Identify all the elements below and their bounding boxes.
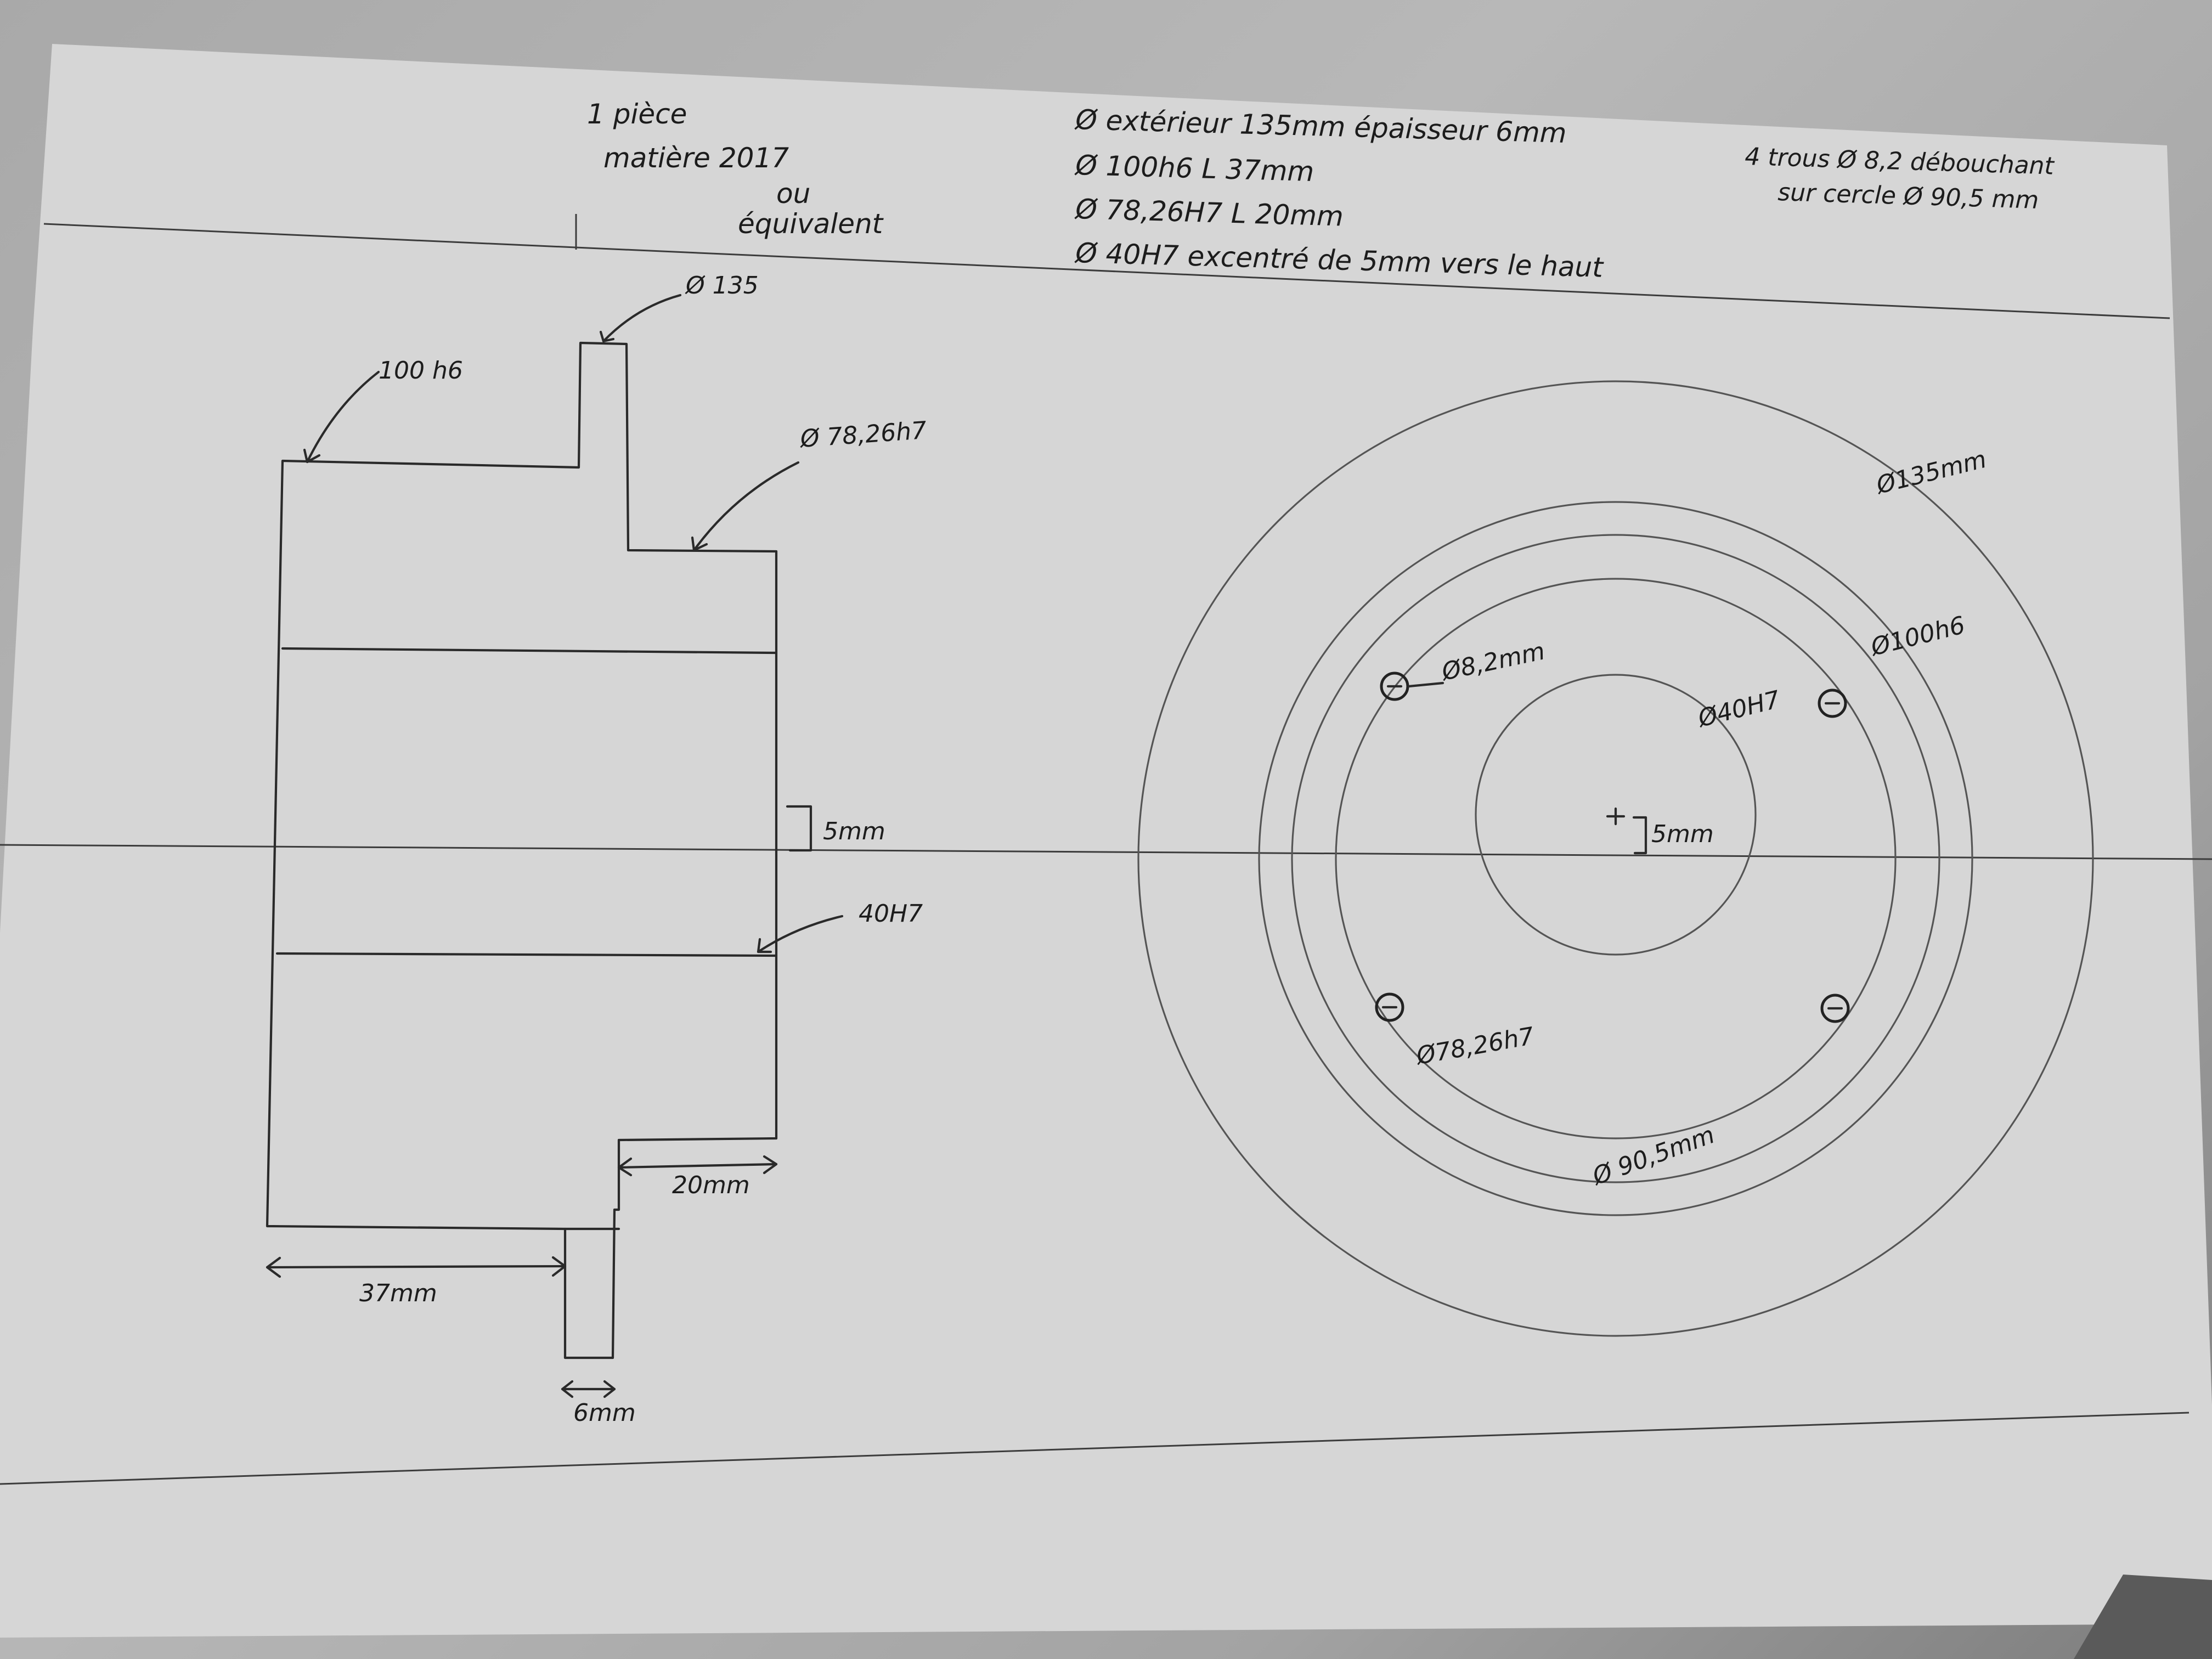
offset-bracket [786, 805, 812, 852]
arrowhead [757, 938, 772, 953]
arrowhead [617, 1157, 633, 1177]
label-offset: 5mm [823, 817, 885, 845]
circle-bore [1475, 674, 1757, 956]
header-left-note: ou [776, 178, 810, 210]
leader-bore [757, 915, 844, 953]
center-axis-line [0, 844, 2212, 860]
spec-line: Ø 100h6 L 37mm [1074, 149, 1314, 188]
paper-shadow [2074, 1575, 2212, 1659]
arrowhead [691, 536, 708, 552]
arrowhead [303, 448, 321, 464]
circle-d78 [1335, 578, 1897, 1139]
paper-sheet [0, 44, 2212, 1638]
label-len6: 6mm [573, 1399, 636, 1427]
dim-line-20 [617, 1163, 778, 1169]
bore-line-bottom [275, 952, 778, 957]
offset-bracket [1632, 816, 1647, 855]
label-len20: 20mm [672, 1171, 750, 1199]
header-left-note: 1 pièce [587, 98, 687, 130]
footer-frame-line [0, 1412, 2190, 1485]
arrowhead [603, 1380, 616, 1398]
arrowhead [599, 330, 615, 343]
part-outline [266, 341, 778, 1359]
label-len37: 37mm [359, 1279, 437, 1307]
header-left-notes: 1 pièce matière 2017 ou équivalent [587, 98, 884, 240]
label-d135: Ø 135 [685, 272, 759, 300]
side-view: Ø 135 100 h6 Ø 78,26h7 5mm 40H7 20mm 37m… [266, 272, 928, 1427]
hole [1375, 992, 1404, 1022]
bore-line-top [281, 647, 778, 654]
hole-leader [1407, 681, 1444, 688]
spec-line: Ø 78,26H7 L 20mm [1074, 193, 1344, 233]
circle-d90 [1291, 534, 1940, 1183]
label-d100: 100 h6 [379, 357, 463, 385]
leader-d135 [602, 294, 682, 343]
circle-d135 [1137, 380, 2094, 1337]
header-frame-line [43, 223, 2170, 319]
dim-line-37 [266, 1265, 567, 1269]
circle-d100 [1258, 501, 1973, 1216]
label-bore: 40H7 [859, 900, 923, 928]
arrowhead [551, 1256, 567, 1277]
leader-d100 [306, 370, 380, 464]
hole [1818, 689, 1847, 718]
header-left-note: équivalent [738, 208, 884, 240]
hole [1820, 994, 1850, 1023]
arrowhead [763, 1155, 778, 1175]
leader-d78 [692, 461, 800, 552]
header-left-note: matière 2017 [603, 142, 789, 174]
arrowhead [561, 1380, 574, 1398]
label-offset: 5mm [1651, 820, 1714, 848]
arrowhead [266, 1256, 281, 1278]
